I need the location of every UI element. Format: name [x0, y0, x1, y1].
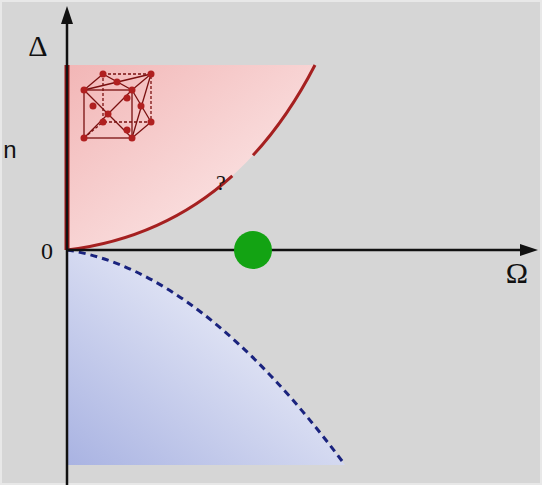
axis-arrowhead: [520, 244, 538, 256]
delta-axis: [66, 22, 69, 485]
lower-region: [67, 250, 345, 465]
critical-point: [234, 231, 272, 269]
dashed-boundary: [67, 250, 345, 465]
axis-label: Δ: [28, 31, 47, 61]
question-mark: ?: [216, 172, 226, 194]
phase-boundary: [67, 65, 315, 250]
axis-arrowhead: [61, 6, 73, 24]
ordered-region: [67, 65, 315, 250]
origin-label: 0: [41, 239, 53, 263]
omega-axis: [67, 249, 522, 252]
lattice-icon: [84, 74, 151, 138]
lattice-atoms: [81, 71, 155, 142]
axis-label: Ω: [506, 258, 528, 288]
cut-text: n: [3, 138, 16, 162]
